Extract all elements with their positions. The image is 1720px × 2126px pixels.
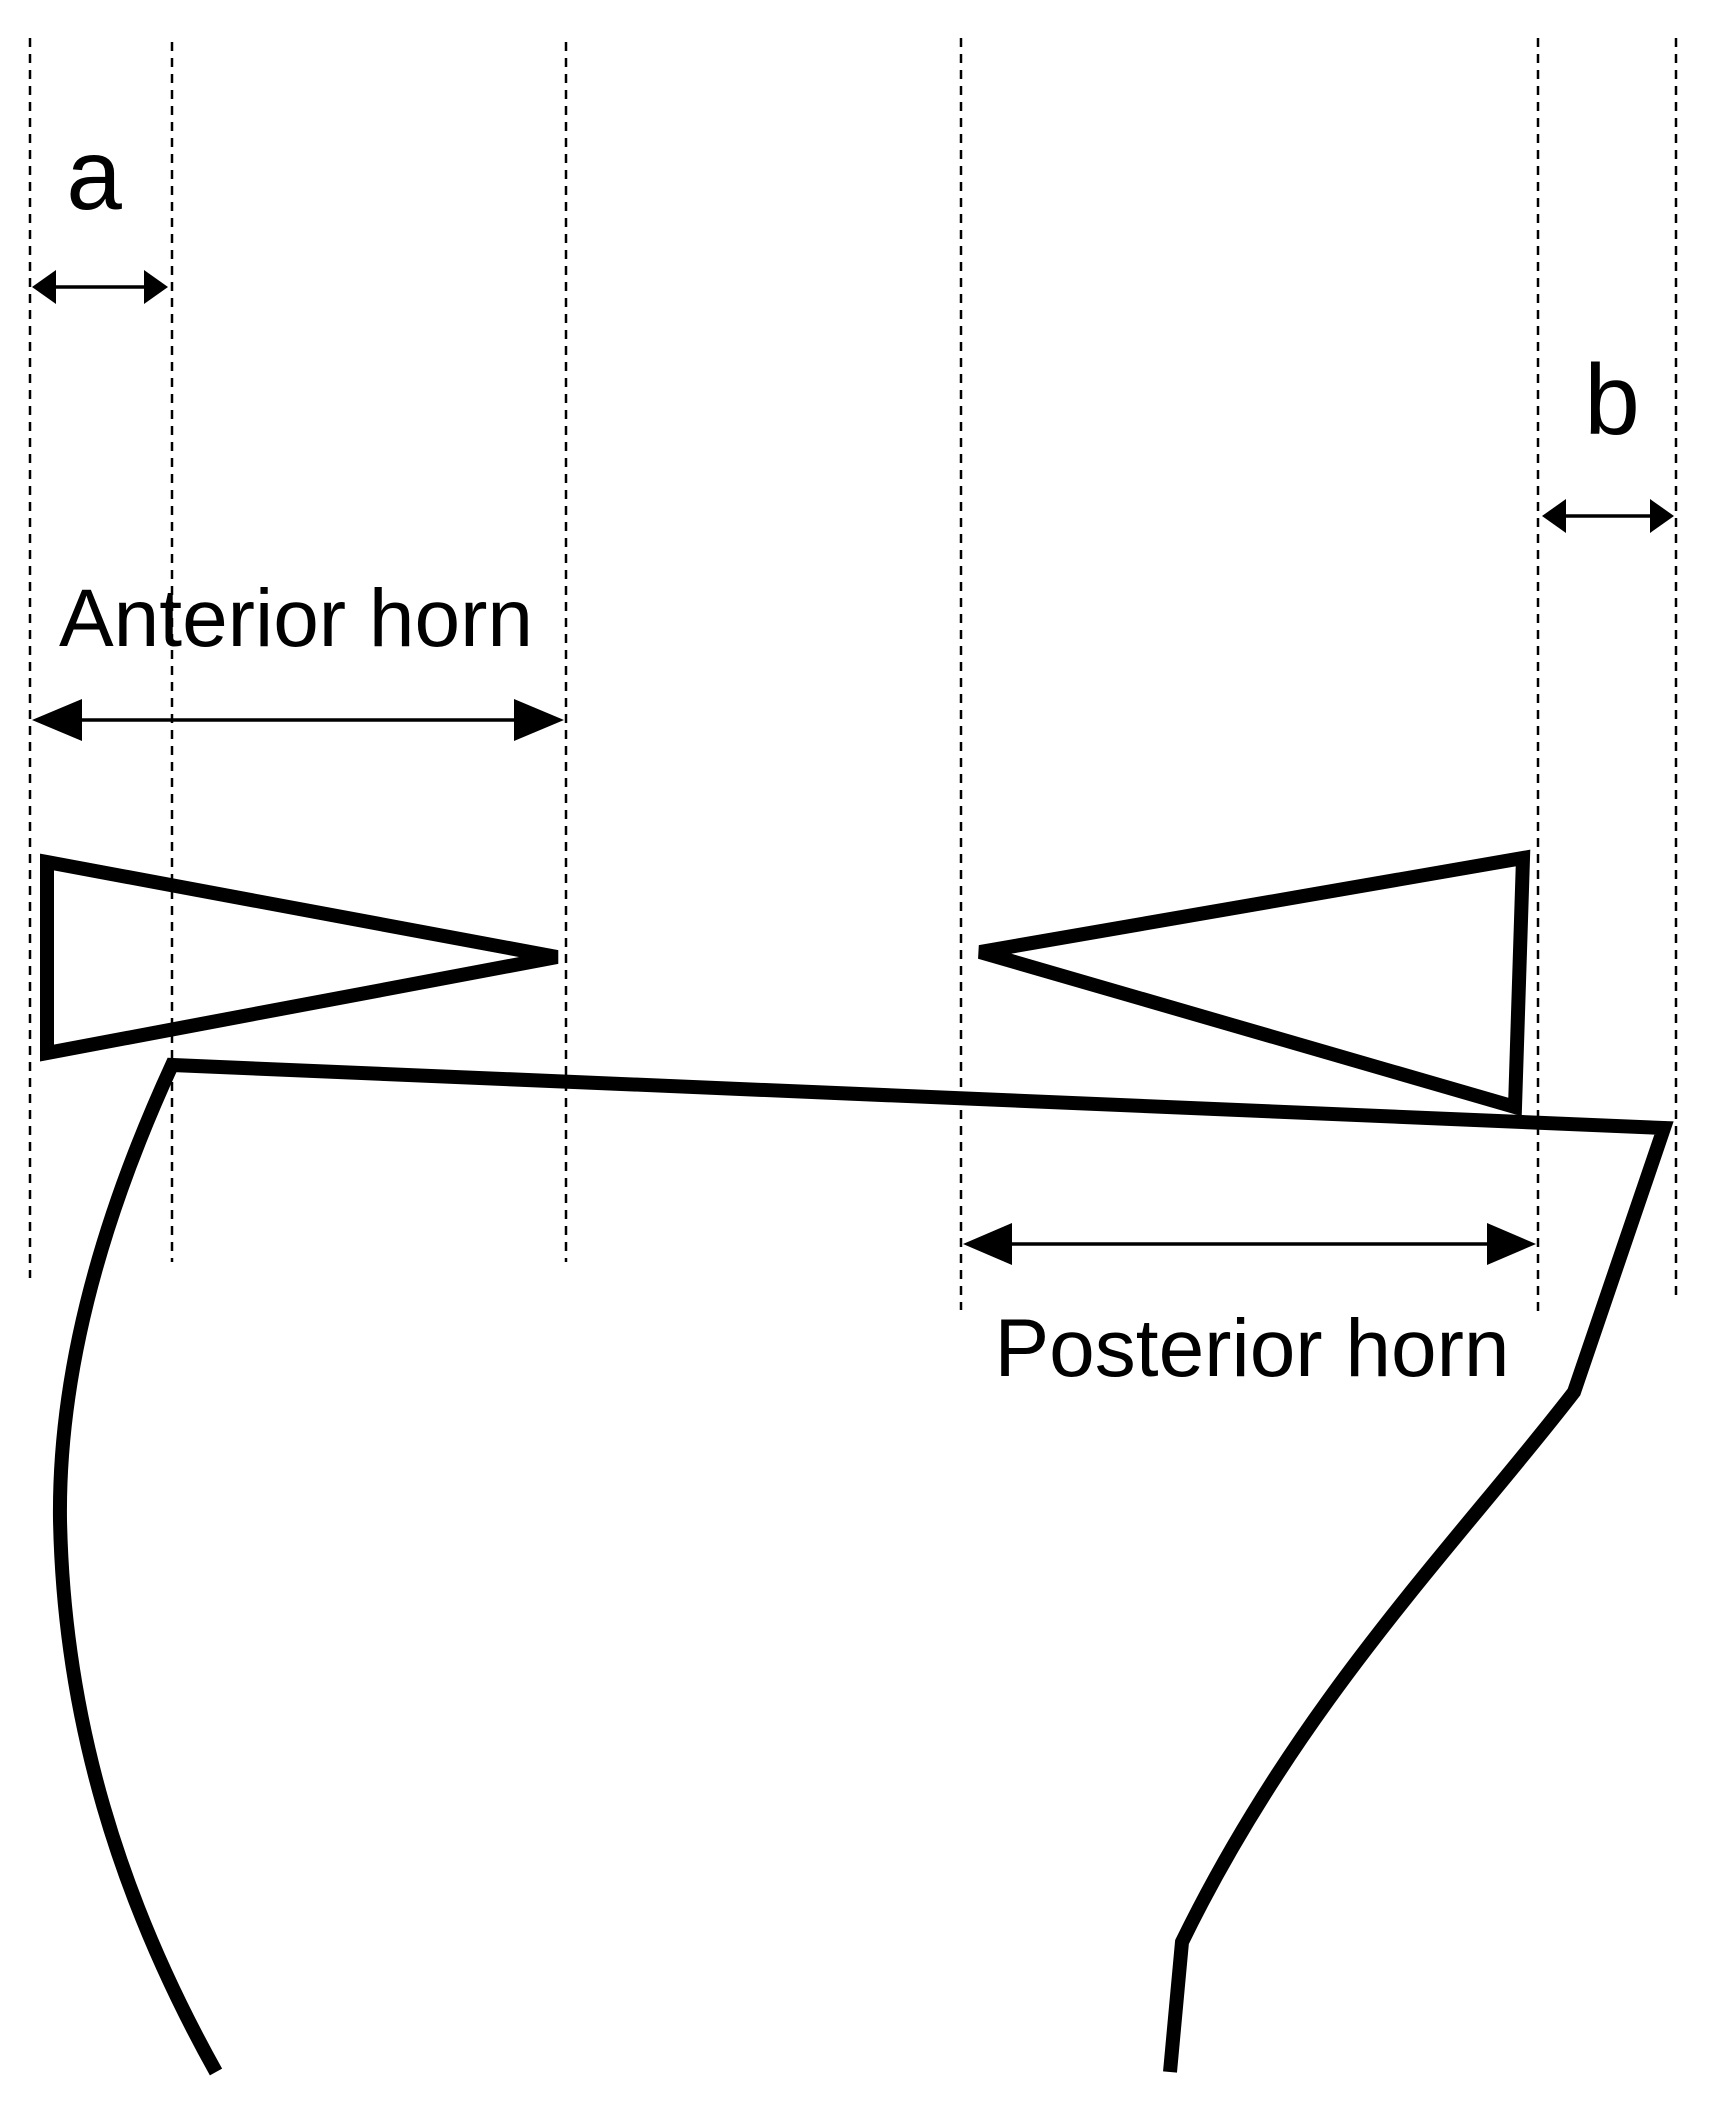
posterior-horn-wedge xyxy=(978,849,1531,1117)
dimension-a: a xyxy=(32,119,168,304)
dimension-b-arrowhead-right xyxy=(1650,499,1674,533)
dimension-anterior-horn-arrowhead-left xyxy=(32,699,82,741)
dimension-anterior-horn: Anterior horn xyxy=(32,573,564,741)
dimension-posterior-horn-arrowhead-right xyxy=(1487,1223,1536,1265)
dimension-b-arrowhead-left xyxy=(1542,499,1566,533)
label-a: a xyxy=(66,119,122,231)
dimension-a-arrowhead-left xyxy=(32,270,56,304)
dimension-anterior-horn-arrowhead-right xyxy=(514,699,564,741)
label-b: b xyxy=(1584,344,1640,456)
dimension-b: b xyxy=(1542,344,1674,533)
dimension-posterior-horn-arrowhead-left xyxy=(963,1223,1012,1265)
label-anterior-horn: Anterior horn xyxy=(59,573,533,664)
label-posterior-horn: Posterior horn xyxy=(994,1303,1509,1394)
dimension-a-arrowhead-right xyxy=(144,270,168,304)
dimension-posterior-horn: Posterior horn xyxy=(963,1223,1536,1394)
tibia-outline xyxy=(52,1057,1674,2076)
anterior-horn-wedge xyxy=(40,853,559,1062)
